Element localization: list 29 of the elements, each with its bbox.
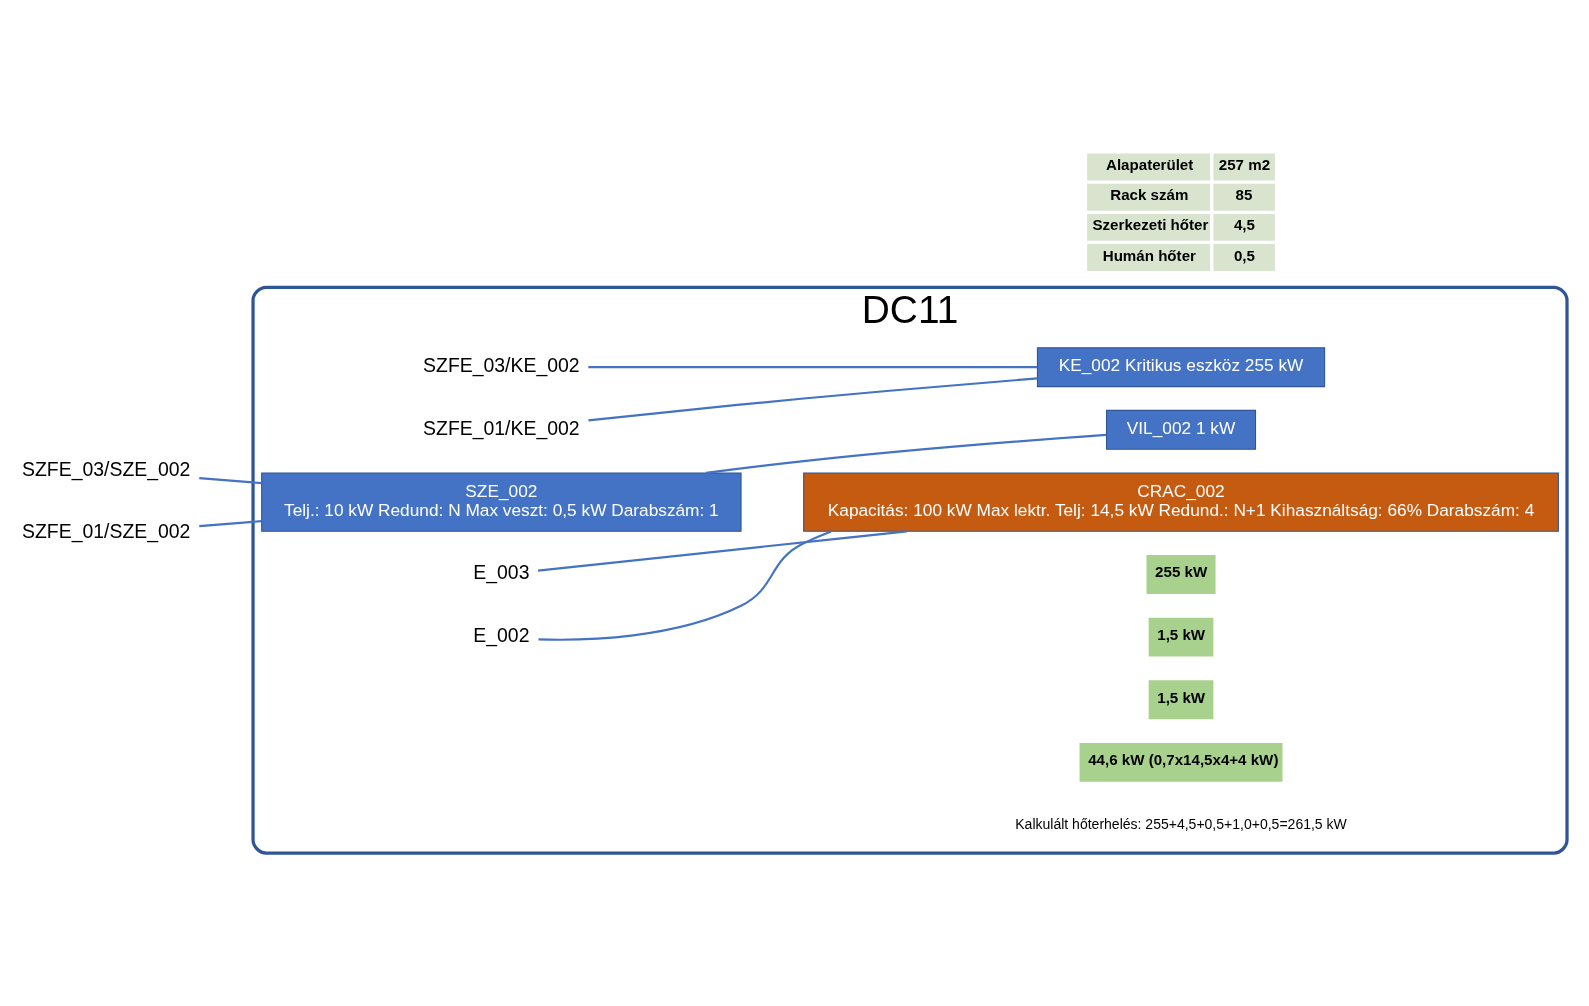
node-text: E_002 bbox=[473, 623, 530, 646]
label: 1,5 kW bbox=[1157, 688, 1206, 706]
label: 1,5 kW bbox=[1157, 625, 1206, 643]
connector bbox=[538, 529, 832, 641]
connector bbox=[588, 376, 1038, 421]
label: Szerkezeti hőter bbox=[1092, 215, 1209, 233]
node-text: E_003 bbox=[473, 560, 530, 583]
node-box: SZE_002 Telj.: 10 kW Redund: N Max veszt: 0,5 kW Darabszám: 1 bbox=[261, 471, 742, 532]
node-text: SZFE_01/KE_002 bbox=[423, 416, 580, 439]
label: Kalkulált hőterhelés: 255+4,5+0,5+1,0+0,5=261,5 kW bbox=[1015, 815, 1347, 832]
label: Alapaterület bbox=[1105, 155, 1194, 173]
label: 0,5 bbox=[1233, 246, 1255, 264]
connector bbox=[199, 519, 262, 527]
connector bbox=[537, 529, 907, 572]
connector bbox=[588, 365, 1038, 368]
label: 44,6 kW (0,7x14,5x4+4 kW) bbox=[1088, 750, 1279, 768]
node-box: CRAC_002 Kapacitás: 100 kW Max lektr. Telj: 14,5 kW Redund.: N+1 Kihasználtság: 66% Darabszám: 4 bbox=[803, 471, 1559, 532]
label: 257 m2 bbox=[1218, 155, 1271, 173]
node-box: VIL_002 1 kW bbox=[1106, 409, 1257, 450]
node-text: SZFE_01/SZE_002 bbox=[22, 519, 191, 542]
label: Rack szám bbox=[1110, 185, 1189, 203]
label: 255 kW bbox=[1155, 562, 1208, 580]
node-box: KE_002 Kritikus eszköz 255 kW bbox=[1036, 346, 1326, 387]
node-text: SZFE_03/SZE_002 bbox=[22, 457, 191, 480]
label: 85 bbox=[1235, 185, 1253, 203]
label: 4,5 bbox=[1233, 215, 1255, 233]
connector bbox=[705, 433, 1107, 474]
label: Humán hőter bbox=[1102, 246, 1196, 264]
node-text: SZFE_03/KE_002 bbox=[423, 353, 580, 376]
